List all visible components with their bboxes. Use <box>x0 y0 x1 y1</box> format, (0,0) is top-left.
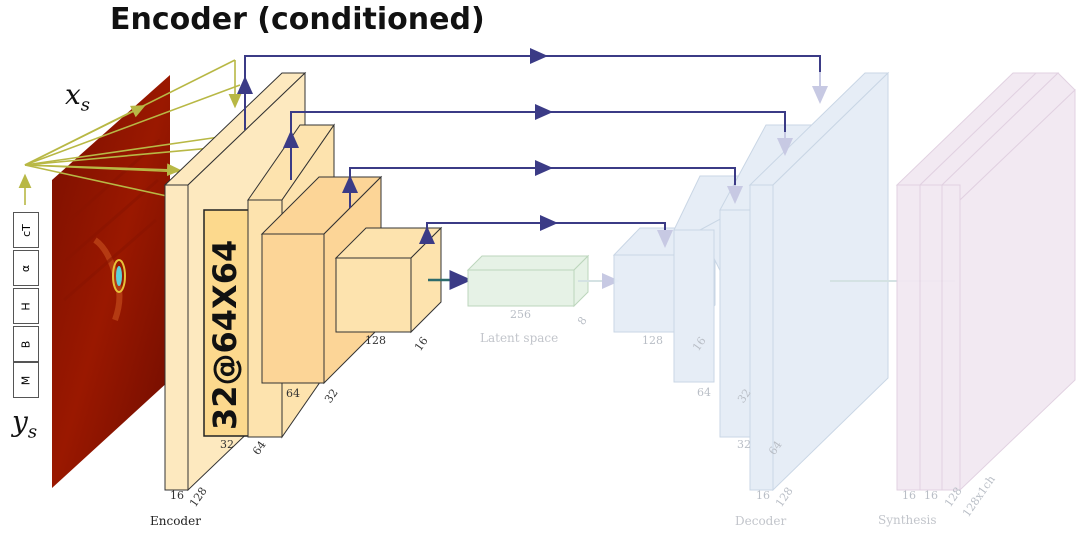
dim-label: 16 <box>170 489 184 502</box>
y-s-label: ys <box>12 405 38 443</box>
dim-label: 16 <box>902 489 916 502</box>
dim-label: 32 <box>220 438 234 451</box>
dim-label: 256 <box>510 308 531 321</box>
synthesis-blocks <box>895 72 1076 492</box>
condition-cell: H <box>13 288 39 324</box>
latent-label: Latent space <box>480 331 559 345</box>
encoder-block-4 <box>334 226 443 334</box>
decoder-blocks <box>612 71 890 492</box>
synthesis-label: Synthesis <box>878 513 937 527</box>
condition-cell: M <box>13 362 39 398</box>
encoder-label: Encoder <box>150 514 201 528</box>
condition-cell: cT <box>13 212 39 248</box>
skip-connections <box>237 48 821 244</box>
dim-label: 32 <box>737 438 751 451</box>
decoder-label: Decoder <box>735 514 787 528</box>
dim-label: 128 <box>365 334 386 347</box>
condition-cell: α <box>13 250 39 286</box>
diagram-title: Encoder (conditioned) <box>110 2 485 37</box>
condition-cell: B <box>13 326 39 362</box>
dim-label: 64 <box>697 386 711 399</box>
input-heatmap <box>52 75 170 488</box>
latent-block <box>466 254 590 308</box>
block-size-label: 32@64X64 <box>206 239 244 430</box>
highlighted-feature-map <box>203 209 250 437</box>
dim-label: 128 <box>642 334 663 347</box>
x-s-label: xs <box>65 78 91 116</box>
dim-label: 16 <box>756 489 770 502</box>
skip-arrowheads-faded <box>657 72 828 248</box>
dim-label: 16 <box>924 489 938 502</box>
dim-label: 64 <box>286 387 300 400</box>
